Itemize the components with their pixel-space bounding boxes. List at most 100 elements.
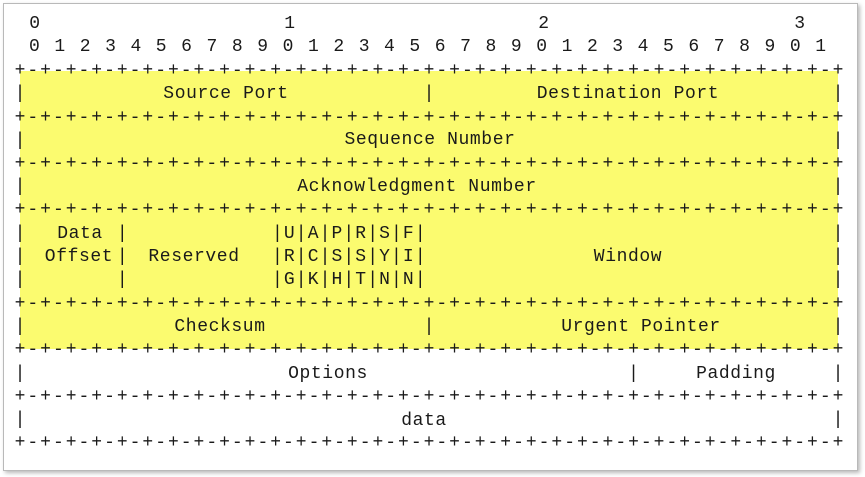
border-segment: - bbox=[334, 61, 345, 81]
border-segment: + bbox=[525, 108, 537, 128]
border-segment: + bbox=[321, 433, 333, 453]
border-segment: - bbox=[461, 387, 473, 407]
border-segment: - bbox=[717, 154, 729, 174]
border-segment: + bbox=[398, 200, 409, 220]
border-segment: - bbox=[717, 61, 729, 81]
field-divider: | bbox=[832, 131, 844, 151]
border-segment: + bbox=[219, 387, 230, 407]
border-segment: - bbox=[436, 340, 448, 360]
border-segment: - bbox=[513, 294, 524, 314]
border-segment: - bbox=[180, 340, 192, 360]
border-segment: - bbox=[155, 200, 166, 220]
border-segment: - bbox=[794, 433, 806, 453]
border-segment: - bbox=[538, 294, 550, 314]
border-segment: + bbox=[372, 340, 384, 360]
border-segment: - bbox=[78, 387, 90, 407]
border-segment: - bbox=[78, 61, 90, 81]
border-segment: - bbox=[666, 200, 678, 220]
border-segment: + bbox=[270, 340, 282, 360]
border-segment: + bbox=[500, 387, 512, 407]
border-segment: + bbox=[423, 61, 435, 81]
border-segment: - bbox=[334, 108, 345, 128]
border-segment: + bbox=[576, 387, 588, 407]
border-segment: - bbox=[27, 340, 39, 360]
border-segment: - bbox=[104, 433, 115, 453]
border-segment: + bbox=[832, 294, 844, 314]
bit-ruler-tens-3: 3 bbox=[794, 14, 806, 34]
border-segment: - bbox=[615, 200, 627, 220]
border-segment: + bbox=[730, 340, 742, 360]
border-segment: - bbox=[819, 108, 831, 128]
border-segment: - bbox=[692, 200, 703, 220]
border-segment: + bbox=[14, 433, 26, 453]
border-segment: + bbox=[167, 200, 179, 220]
border-segment: + bbox=[423, 433, 435, 453]
border-segment: - bbox=[819, 200, 831, 220]
border-segment: + bbox=[321, 387, 333, 407]
border-segment: - bbox=[283, 154, 294, 174]
border-segment: + bbox=[449, 154, 460, 174]
border-segment: + bbox=[730, 294, 742, 314]
data-offset-label-line-2: Offset bbox=[44, 247, 114, 267]
border-segment: + bbox=[116, 61, 128, 81]
border-segment: - bbox=[308, 61, 320, 81]
border-segment: + bbox=[449, 340, 460, 360]
border-segment: + bbox=[142, 387, 154, 407]
border-segment: - bbox=[104, 340, 115, 360]
border-segment: - bbox=[206, 340, 218, 360]
border-segment: + bbox=[116, 200, 128, 220]
border-segment: - bbox=[666, 108, 678, 128]
border-segment: + bbox=[602, 108, 614, 128]
border-segment: + bbox=[653, 294, 665, 314]
border-segment: + bbox=[525, 200, 537, 220]
field-divider: | bbox=[14, 131, 26, 151]
border-segment: - bbox=[819, 294, 831, 314]
border-segment: + bbox=[628, 387, 639, 407]
border-segment: - bbox=[743, 433, 754, 453]
border-segment: - bbox=[359, 433, 371, 453]
border-segment: + bbox=[807, 294, 818, 314]
border-segment: + bbox=[755, 433, 767, 453]
border-segment: - bbox=[359, 387, 371, 407]
border-segment: - bbox=[461, 108, 473, 128]
border-segment: + bbox=[346, 200, 358, 220]
border-segment: + bbox=[193, 340, 205, 360]
border-segment: + bbox=[91, 154, 103, 174]
checksum-label: Checksum bbox=[174, 317, 266, 337]
border-segment: + bbox=[602, 154, 614, 174]
border-segment: - bbox=[640, 61, 652, 81]
field-divider: | bbox=[423, 317, 435, 337]
border-segment: - bbox=[129, 340, 141, 360]
border-segment: - bbox=[231, 154, 243, 174]
border-segment: - bbox=[743, 200, 754, 220]
border-segment: + bbox=[755, 108, 767, 128]
border-segment: + bbox=[449, 61, 460, 81]
border-segment: + bbox=[755, 294, 767, 314]
border-segment: + bbox=[832, 200, 844, 220]
border-segment: - bbox=[615, 108, 627, 128]
border-segment: + bbox=[602, 387, 614, 407]
border-segment: + bbox=[142, 200, 154, 220]
border-segment: + bbox=[500, 200, 512, 220]
border-segment: - bbox=[589, 200, 601, 220]
border-segment: - bbox=[180, 61, 192, 81]
border-segment: - bbox=[589, 154, 601, 174]
border-segment: - bbox=[717, 433, 729, 453]
border-segment: + bbox=[193, 387, 205, 407]
border-segment: + bbox=[372, 154, 384, 174]
border-segment: - bbox=[564, 294, 575, 314]
border-segment: + bbox=[142, 433, 154, 453]
border-segment: - bbox=[334, 200, 345, 220]
border-segment: + bbox=[372, 61, 384, 81]
border-segment: - bbox=[794, 200, 806, 220]
border-segment: + bbox=[679, 61, 691, 81]
border-segment: - bbox=[768, 387, 780, 407]
border-segment: - bbox=[692, 433, 703, 453]
border-segment: - bbox=[717, 294, 729, 314]
border-segment: - bbox=[283, 200, 294, 220]
border-segment: + bbox=[40, 433, 51, 453]
border-segment: + bbox=[372, 387, 384, 407]
border-segment: - bbox=[52, 433, 64, 453]
border-segment: + bbox=[730, 154, 742, 174]
border-segment: + bbox=[14, 154, 26, 174]
